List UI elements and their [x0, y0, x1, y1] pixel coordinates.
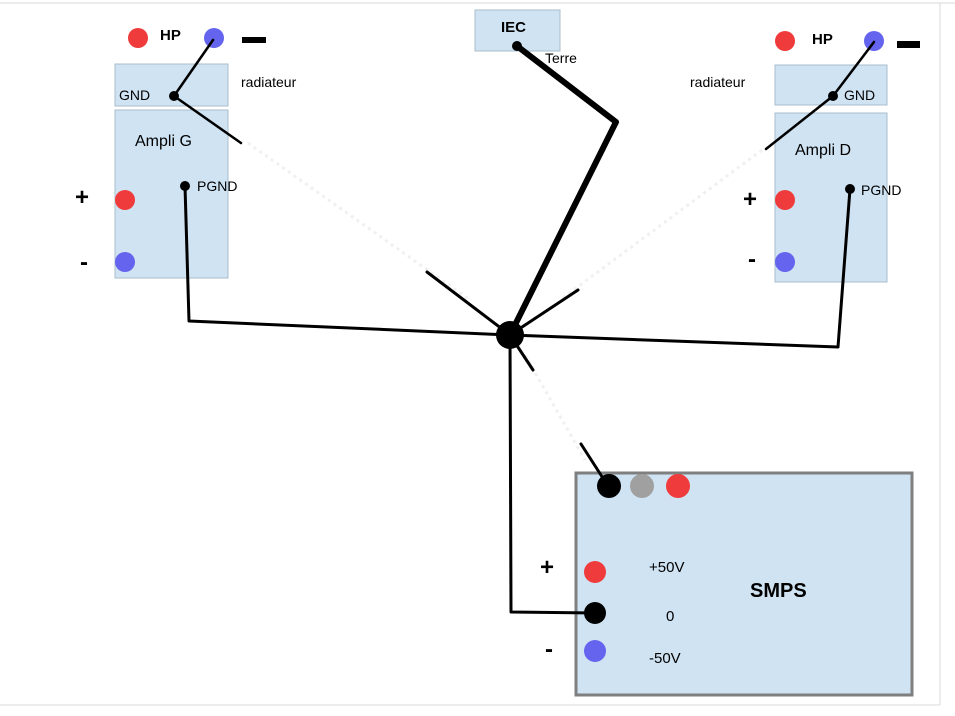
right-radiator-label: radiateur [690, 74, 746, 90]
right-plus-sign: + [743, 186, 757, 213]
smps-title: SMPS [750, 580, 807, 602]
smps-grey-terminal [630, 474, 654, 498]
left-radiator-label: radiateur [241, 74, 297, 90]
smps-rail-zero-label: 0 [666, 608, 674, 625]
star-spoke-upper-left [425, 270, 512, 337]
smps-plus50-terminal [584, 561, 606, 583]
right-minus-sign: - [748, 246, 756, 273]
left-amp-box [114, 109, 229, 279]
star-ground-point [496, 321, 524, 349]
smps-red-terminal [666, 474, 690, 498]
faint-guide-bottom [523, 354, 587, 461]
left-minus-terminal [115, 252, 135, 272]
smps-ground-wire [579, 442, 610, 488]
earth-wire-iec [507, 43, 619, 338]
right-pgnd-wire [508, 187, 852, 349]
terre-label: Terre [545, 50, 577, 66]
left-gnd-to-radiator-wire [172, 94, 243, 145]
left-hp-minus-symbol [242, 37, 266, 43]
right-amp-title: Ampli D [795, 142, 851, 159]
smps-unit: SMPS + - +50V 0 -50V [540, 471, 914, 697]
left-hp-label: HP [160, 27, 181, 44]
right-hp-minus-symbol [897, 41, 920, 48]
right-gnd-to-radiator-wire [764, 94, 835, 151]
left-pgnd-label: PGND [197, 178, 237, 194]
right-amplifier: HP GND radiateur Ampli D PGND + - [690, 31, 920, 283]
smps-box [574, 471, 914, 697]
left-gnd-to-hp-minus-wire [172, 38, 215, 98]
left-hp-minus-terminal [204, 28, 224, 48]
left-pgnd-wire [183, 184, 512, 337]
left-amplifier: HP GND radiateur Ampli G PGND + - [75, 27, 297, 279]
smps-minus50-terminal [584, 640, 606, 662]
right-pgnd-node [845, 184, 855, 194]
iec-earth-node [512, 41, 522, 51]
right-gnd-label: GND [844, 87, 875, 103]
smps-rail-plus50-label: +50V [649, 559, 684, 576]
left-pgnd-node [180, 181, 190, 191]
wires [172, 38, 876, 615]
left-amp-title: Ampli G [135, 133, 192, 150]
smps-minus-sign: - [545, 636, 553, 663]
faint-guide-lines [247, 141, 763, 461]
smps-zero-wire [508, 333, 597, 615]
right-hp-label: HP [812, 31, 833, 48]
iec-label: IEC [501, 19, 526, 36]
left-gnd-label: GND [119, 87, 150, 103]
smps-rail-minus50-label: -50V [649, 650, 681, 667]
left-minus-sign: - [80, 249, 88, 276]
left-plus-terminal [115, 190, 135, 210]
right-hp-plus-terminal [775, 31, 795, 51]
right-gnd-node [828, 91, 838, 101]
iec-inlet: IEC Terre [474, 9, 577, 66]
right-pgnd-label: PGND [861, 182, 901, 198]
left-plus-sign: + [75, 184, 89, 211]
right-plus-terminal [775, 190, 795, 210]
left-gnd-node [169, 91, 179, 101]
left-hp-plus-terminal [128, 28, 148, 48]
smps-plus-sign: + [540, 554, 554, 581]
right-minus-terminal [775, 252, 795, 272]
faint-guide-left [247, 141, 471, 302]
right-gnd-to-hp-minus-wire [831, 40, 876, 98]
